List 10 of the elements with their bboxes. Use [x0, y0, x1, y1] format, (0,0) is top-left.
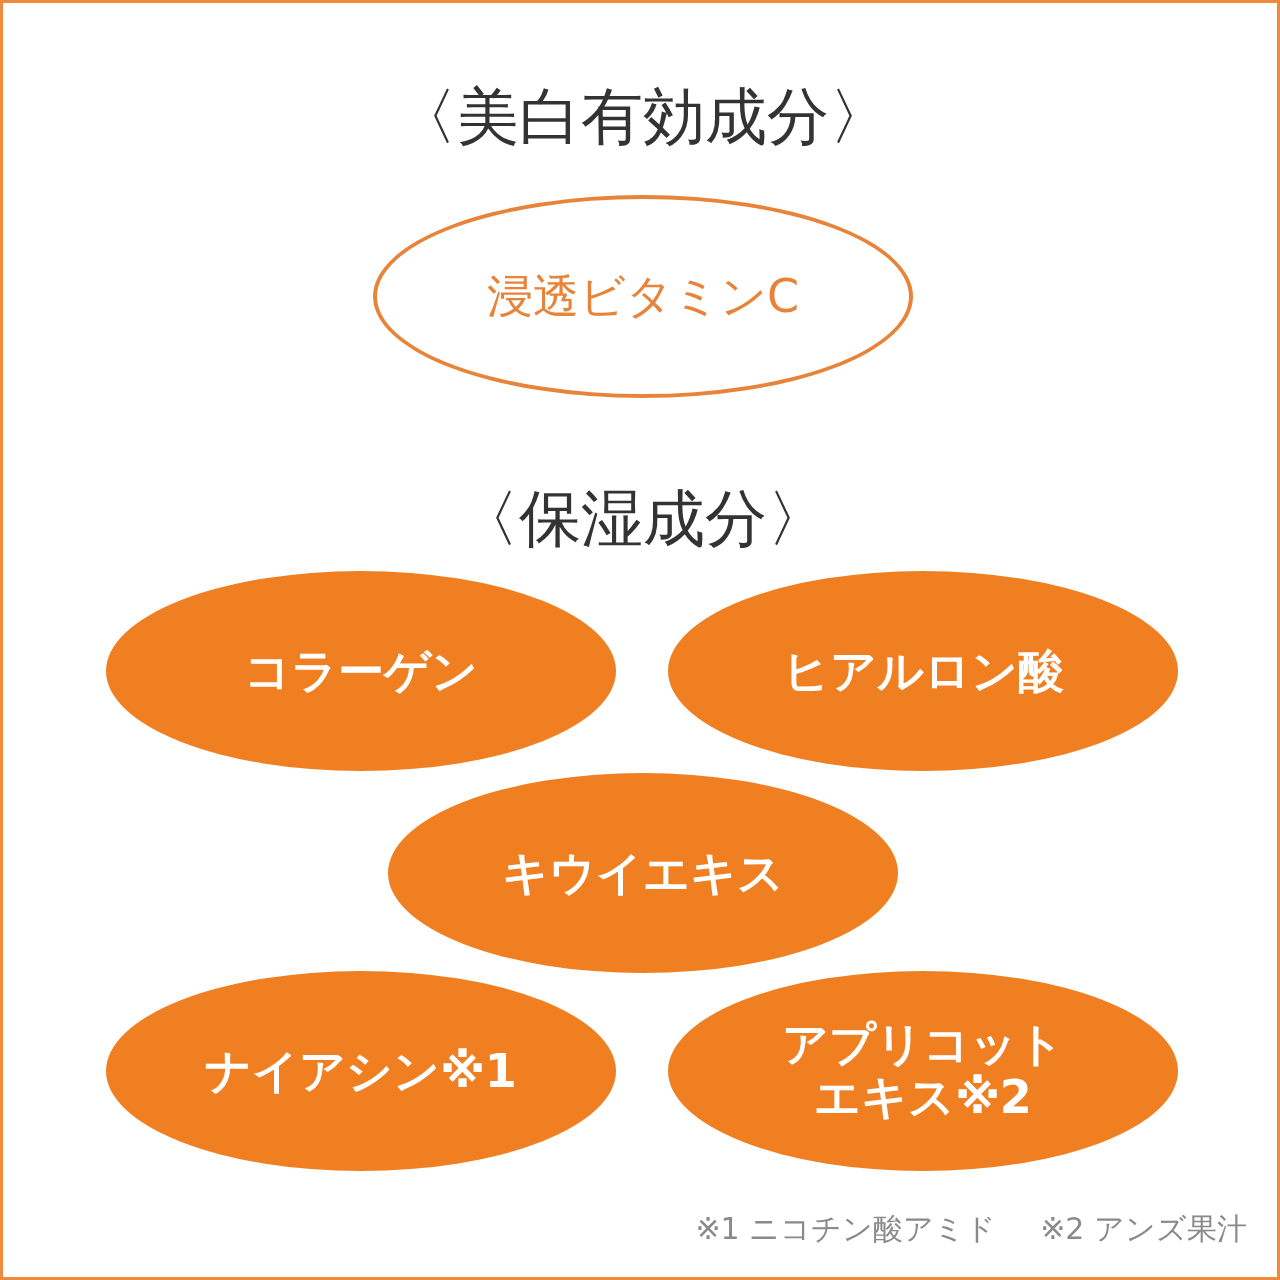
- section-heading: 〈美白有効成分〉: [395, 80, 891, 153]
- section-heading: 〈保湿成分〉: [457, 482, 829, 555]
- ingredient-name: コラーゲン: [244, 644, 478, 698]
- ingredient-name: ナイアシン※1: [205, 1044, 517, 1098]
- ingredient-name: アプリコットエキス※2: [781, 1018, 1065, 1124]
- footnote: ※2 アンズ果汁: [1040, 1211, 1247, 1246]
- ingredient-name: キウイエキス: [502, 846, 784, 900]
- footnote: ※1 ニコチン酸アミド: [695, 1211, 997, 1246]
- ingredient-name: 浸透ビタミンC: [486, 270, 800, 323]
- ingredient-name: ヒアルロン酸: [782, 644, 1064, 698]
